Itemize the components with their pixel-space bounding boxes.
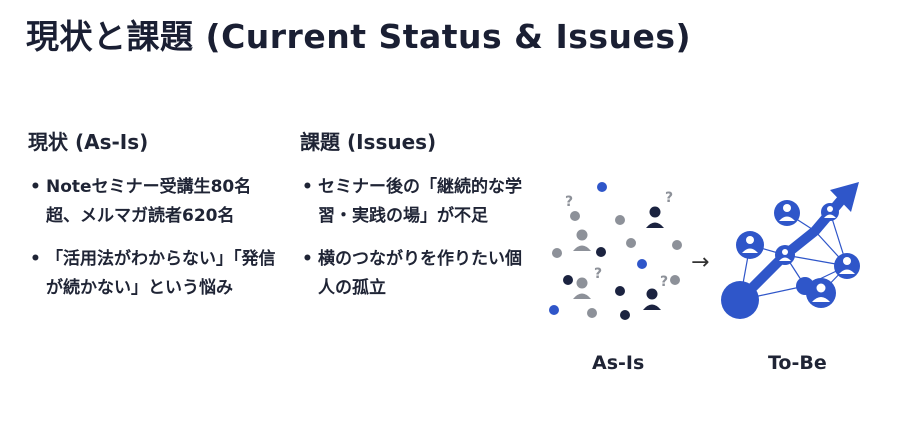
question-mark: ? [660,274,668,290]
growth-arrowhead [830,182,859,212]
user-node-icon [821,203,839,221]
scatter-dot [552,248,562,258]
as-is-to-be-illustration: ? ? ? ? → [545,168,917,368]
issues-list: セミナー後の「継続的な学習・実践の場」が不足 横のつながりを作りたい個人の孤立 [300,173,535,303]
issues-section: 課題 (Issues) セミナー後の「継続的な学習・実践の場」が不足 横のつなが… [300,126,535,317]
as-is-item: Noteセミナー受講生80名超、メルマガ読者620名 [28,173,278,231]
as-is-scatter [549,182,682,320]
user-icon [643,288,661,310]
scatter-dot [626,238,636,248]
user-node-icon [834,253,860,279]
network-node-large [721,281,759,319]
user-node-icon [806,278,836,308]
scatter-dot [563,275,573,285]
user-icon [573,277,591,299]
as-is-list: Noteセミナー受講生80名超、メルマガ読者620名 「活用法がわからない」「発… [28,173,278,303]
scatter-dot [637,259,647,269]
question-mark: ? [665,190,673,206]
user-icon [573,229,591,251]
scatter-dot [672,240,682,250]
page-title: 現状と課題 (Current Status & Issues) [26,17,692,56]
user-node-icon [736,231,764,259]
transition-arrow: → [691,250,709,275]
as-is-heading: 現状 (As-Is) [28,130,149,154]
as-is-people [573,206,664,310]
issues-item: 横のつながりを作りたい個人の孤立 [300,245,535,303]
issues-heading: 課題 (Issues) [300,130,437,154]
scatter-dot [596,247,606,257]
scatter-dot [570,211,580,221]
as-is-section: 現状 (As-Is) Noteセミナー受講生80名超、メルマガ読者620名 「活… [28,126,278,317]
scatter-dot [587,308,597,318]
as-is-item: 「活用法がわからない」「発信が続かない」という悩み [28,245,278,303]
scatter-dot [615,286,625,296]
as-is-caption: As-Is [592,352,645,374]
question-mark: ? [594,266,602,282]
user-icon [646,206,664,228]
scatter-dot [549,305,559,315]
to-be-network [721,182,860,319]
scatter-dot [670,275,680,285]
issues-item: セミナー後の「継続的な学習・実践の場」が不足 [300,173,535,231]
scatter-dot [620,310,630,320]
user-node-icon [774,200,800,226]
question-mark: ? [565,194,573,210]
user-node-icon [775,245,795,265]
illustration-svg: ? ? ? ? → [549,182,860,320]
question-marks: ? ? ? ? [565,190,673,290]
scatter-dot [615,215,625,225]
scatter-dot [597,182,607,192]
to-be-caption: To-Be [768,352,827,374]
